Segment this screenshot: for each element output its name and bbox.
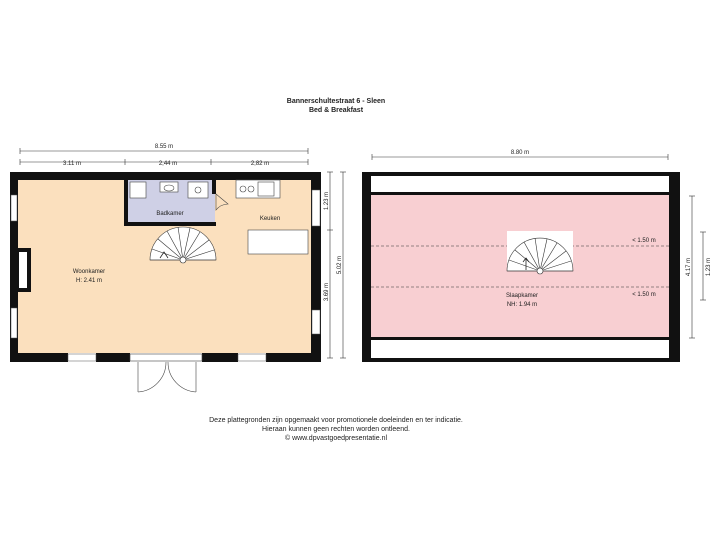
attic-height-label-top: < 1.50 m — [632, 238, 656, 244]
disclaimer-line-2: Hieraan kunnen geen rechten worden ontle… — [262, 426, 410, 433]
bath-door-swing — [215, 193, 229, 211]
attic-height-label-bottom: < 1.50 m — [632, 292, 656, 298]
room-label-slaapkamer: Slaapkamer — [506, 293, 538, 299]
attic-dim-right-small: 1.23 m — [706, 258, 712, 276]
ground-dim-right-small: 1.23 m — [324, 192, 330, 210]
bath-fixtures — [129, 181, 209, 199]
disclaimer-line-3: © www.dpvastgoedpresentatie.nl — [284, 435, 388, 442]
attic-stair-arrowhead-icon — [522, 257, 530, 263]
ground-dim-seg1: 3.11 m — [63, 161, 81, 167]
spiral-stair — [149, 226, 217, 264]
stair-arrow-icon — [159, 251, 169, 259]
room-height-slaapkamer: NH: 1.94 m — [507, 302, 537, 308]
kitchen-counter — [235, 179, 309, 255]
attic-spiral-stair — [506, 237, 574, 275]
ground-dim-total-label: 8.55 m — [155, 144, 173, 150]
room-label-badkamer: Badkamer — [156, 211, 183, 217]
attic-plan: 8.80 m 4.17 m 1.23 m — [362, 150, 712, 362]
attic-dim-right — [689, 195, 706, 339]
chimney-inner — [19, 252, 27, 288]
plan-title: Bannerschultestraat 6 - Sleen Bed & Brea… — [0, 97, 672, 115]
ground-windows — [10, 189, 321, 362]
ground-dim-right-total: 5.02 m — [337, 256, 343, 274]
plan-title-subtitle: Bed & Breakfast — [308, 107, 364, 114]
disclaimer-line-1: Deze plattegronden zijn opgemaakt voor p… — [209, 417, 463, 424]
room-label-keuken: Keuken — [260, 216, 280, 222]
ground-dim-right-mid: 3.69 m — [324, 283, 330, 301]
disclaimer: Deze plattegronden zijn opgemaakt voor p… — [0, 416, 672, 443]
ground-dim-segments — [19, 159, 309, 165]
attic-dim-right-total: 4.17 m — [686, 258, 692, 276]
attic-walls — [362, 172, 680, 362]
ground-dim-seg2: 2,44 m — [159, 161, 177, 167]
ground-dim-seg3: 2,82 m — [251, 161, 269, 167]
ground-walls — [10, 172, 321, 362]
ground-dim-total — [19, 148, 309, 154]
room-height-woonkamer: H: 2.41 m — [76, 278, 102, 284]
attic-dim-total — [371, 154, 669, 160]
ground-dim-right — [327, 171, 346, 359]
room-label-woonkamer: Woonkamer — [73, 269, 105, 275]
ground-floor-plan: 8.55 m 3.11 m 2,44 m 2,82 m 1.23 m 3.69 … — [10, 144, 346, 393]
french-door — [129, 353, 203, 393]
plan-title-address: Bannerschultestraat 6 - Sleen — [286, 98, 386, 105]
attic-dim-total-label: 8.80 m — [511, 150, 529, 156]
attic-wall-gaps — [371, 176, 669, 358]
